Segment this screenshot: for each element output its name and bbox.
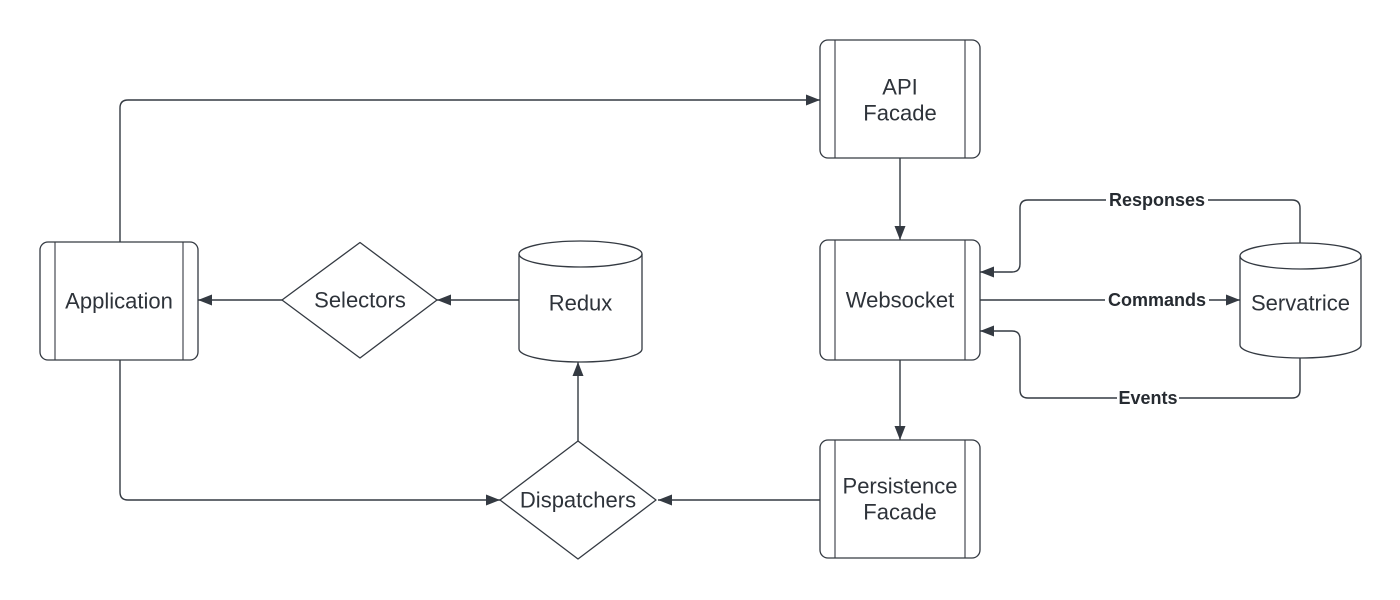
cylinder-shape[interactable] — [1239, 242, 1362, 359]
edge-label-responses: Responses — [1106, 190, 1208, 210]
node-label-api-facade-line2: Facade — [863, 101, 936, 126]
edge-label-events: Events — [1117, 388, 1179, 408]
node-label-persistence-line2: Facade — [863, 500, 936, 525]
cylinder-top-arc — [518, 253, 643, 268]
node-api-facade[interactable]: API Facade — [819, 39, 981, 159]
edge-label-text-responses: Responses — [1109, 190, 1205, 210]
node-label-redux: Redux — [549, 291, 613, 316]
cylinder-top-arc — [1239, 255, 1362, 270]
edge-label-bg — [1117, 389, 1179, 407]
node-label-dispatchers: Dispatchers — [520, 488, 636, 513]
edge-label-text-commands: Commands — [1108, 290, 1206, 310]
edge-application-dispatchers — [119, 360, 500, 506]
process-shape[interactable] — [819, 239, 981, 361]
node-persistence-facade[interactable]: Persistence Facade — [819, 439, 981, 559]
node-label-selectors: Selectors — [314, 288, 406, 313]
process-shape[interactable] — [819, 39, 981, 159]
node-label-websocket: Websocket — [846, 288, 954, 313]
node-label-servatrice: Servatrice — [1251, 291, 1350, 316]
edge-label-bg — [1105, 291, 1209, 309]
node-label-application: Application — [65, 289, 173, 314]
node-application[interactable]: Application — [39, 241, 199, 361]
node-label-persistence-line1: Persistence — [843, 474, 958, 499]
edge-label-bg — [1106, 191, 1208, 209]
node-redux[interactable]: Redux — [518, 240, 643, 363]
edge-servatrice-websocket-responses — [980, 199, 1301, 278]
process-shape[interactable] — [39, 241, 199, 361]
edge-label-commands: Commands — [1105, 290, 1209, 310]
edge-label-text-events: Events — [1118, 388, 1177, 408]
decision-shape[interactable] — [281, 241, 438, 359]
edge-servatrice-websocket-events — [980, 325, 1301, 399]
edge-application-api-facade — [119, 94, 820, 242]
edge-layer — [119, 94, 1301, 506]
process-shape[interactable] — [819, 439, 981, 559]
node-selectors[interactable]: Selectors — [281, 241, 438, 359]
node-dispatchers[interactable]: Dispatchers — [499, 440, 657, 560]
decision-shape[interactable] — [499, 440, 657, 560]
node-servatrice[interactable]: Servatrice — [1239, 242, 1362, 359]
node-label-api-facade-line1: API — [882, 75, 917, 100]
cylinder-shape[interactable] — [518, 240, 643, 363]
node-websocket[interactable]: Websocket — [819, 239, 981, 361]
